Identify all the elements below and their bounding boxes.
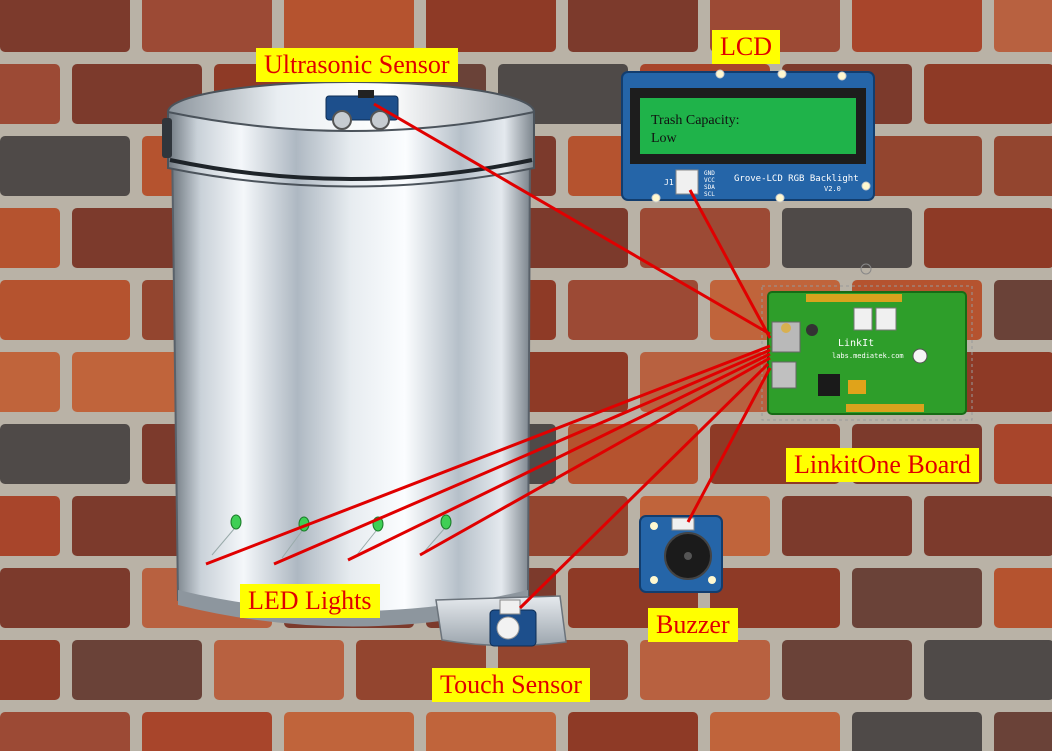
wire-led-2 — [273, 348, 771, 566]
brick — [994, 280, 1052, 340]
brick — [924, 640, 1052, 700]
brick — [0, 280, 130, 340]
buzzer-module — [639, 515, 723, 593]
label-touch-sensor: Touch Sensor — [432, 668, 590, 702]
brick — [284, 0, 414, 52]
brick — [142, 712, 272, 751]
brick — [498, 496, 628, 556]
wires — [205, 102, 772, 610]
lcd-version: V2.0 — [824, 185, 841, 193]
brick — [782, 208, 912, 268]
label-led-lights: LED Lights — [240, 584, 380, 618]
brick — [994, 568, 1052, 628]
ultrasonic-sensor-module — [325, 90, 399, 130]
brick — [0, 0, 130, 52]
brick — [498, 352, 628, 412]
brick — [994, 424, 1052, 484]
brick — [72, 496, 202, 556]
led-1 — [211, 514, 242, 556]
brick — [0, 496, 60, 556]
brick — [924, 64, 1052, 124]
brick — [852, 568, 982, 628]
brick — [710, 712, 840, 751]
brick — [72, 352, 202, 412]
brick — [568, 280, 698, 340]
lcd-pin-gnd: GND — [704, 170, 715, 177]
brick — [640, 352, 770, 412]
label-linkitone-board: LinkitOne Board — [786, 448, 979, 482]
touch-sensor-module — [489, 599, 537, 647]
lcd-pin-scl: SCL — [704, 191, 715, 198]
wire-led-1 — [205, 344, 771, 566]
brick — [852, 0, 982, 52]
brick — [0, 136, 130, 196]
brick — [994, 712, 1052, 751]
wire-touch — [518, 362, 770, 610]
led-4 — [423, 514, 452, 553]
brick — [924, 496, 1052, 556]
lcd-pin-vcc: VCC — [704, 177, 715, 184]
brick — [426, 712, 556, 751]
wire-led-4 — [419, 356, 771, 557]
brick — [782, 640, 912, 700]
wire-lcd — [688, 189, 772, 339]
lcd-module — [621, 69, 875, 203]
brick — [284, 712, 414, 751]
lcd-board-name: Grove-LCD RGB Backlight — [734, 174, 859, 184]
brick — [0, 640, 60, 700]
brick — [426, 0, 556, 52]
brick — [0, 64, 60, 124]
linkit-board-url: labs.mediatek.com — [832, 352, 904, 360]
brick — [924, 208, 1052, 268]
linkit-one-board — [761, 263, 973, 421]
label-ultrasonic-sensor: Ultrasonic Sensor — [256, 48, 458, 82]
brick — [640, 640, 770, 700]
wire-ultrasonic — [373, 102, 771, 336]
brick — [568, 0, 698, 52]
brick — [640, 208, 770, 268]
lcd-pin-sda: SDA — [704, 184, 715, 191]
lcd-line-2: Low — [651, 131, 677, 146]
linkit-board-name: LinkIt — [838, 338, 875, 349]
brick — [0, 352, 60, 412]
brick — [782, 496, 912, 556]
wire-buzzer — [686, 367, 772, 523]
brick — [0, 208, 60, 268]
brick — [852, 136, 982, 196]
brick — [994, 0, 1052, 52]
brick — [142, 0, 272, 52]
brick — [72, 640, 202, 700]
brick — [0, 712, 130, 751]
brick — [568, 424, 698, 484]
brick — [0, 568, 130, 628]
brick — [214, 640, 344, 700]
wire-led-3 — [347, 352, 771, 562]
brick — [0, 424, 130, 484]
brick — [710, 568, 840, 628]
lcd-connector-label: J1 — [664, 178, 674, 187]
brick — [568, 712, 698, 751]
lcd-line-1: Trash Capacity: — [651, 113, 740, 128]
label-lcd: LCD — [712, 30, 780, 64]
brick — [994, 136, 1052, 196]
brick — [852, 712, 982, 751]
label-buzzer: Buzzer — [648, 608, 738, 642]
brick — [72, 208, 202, 268]
